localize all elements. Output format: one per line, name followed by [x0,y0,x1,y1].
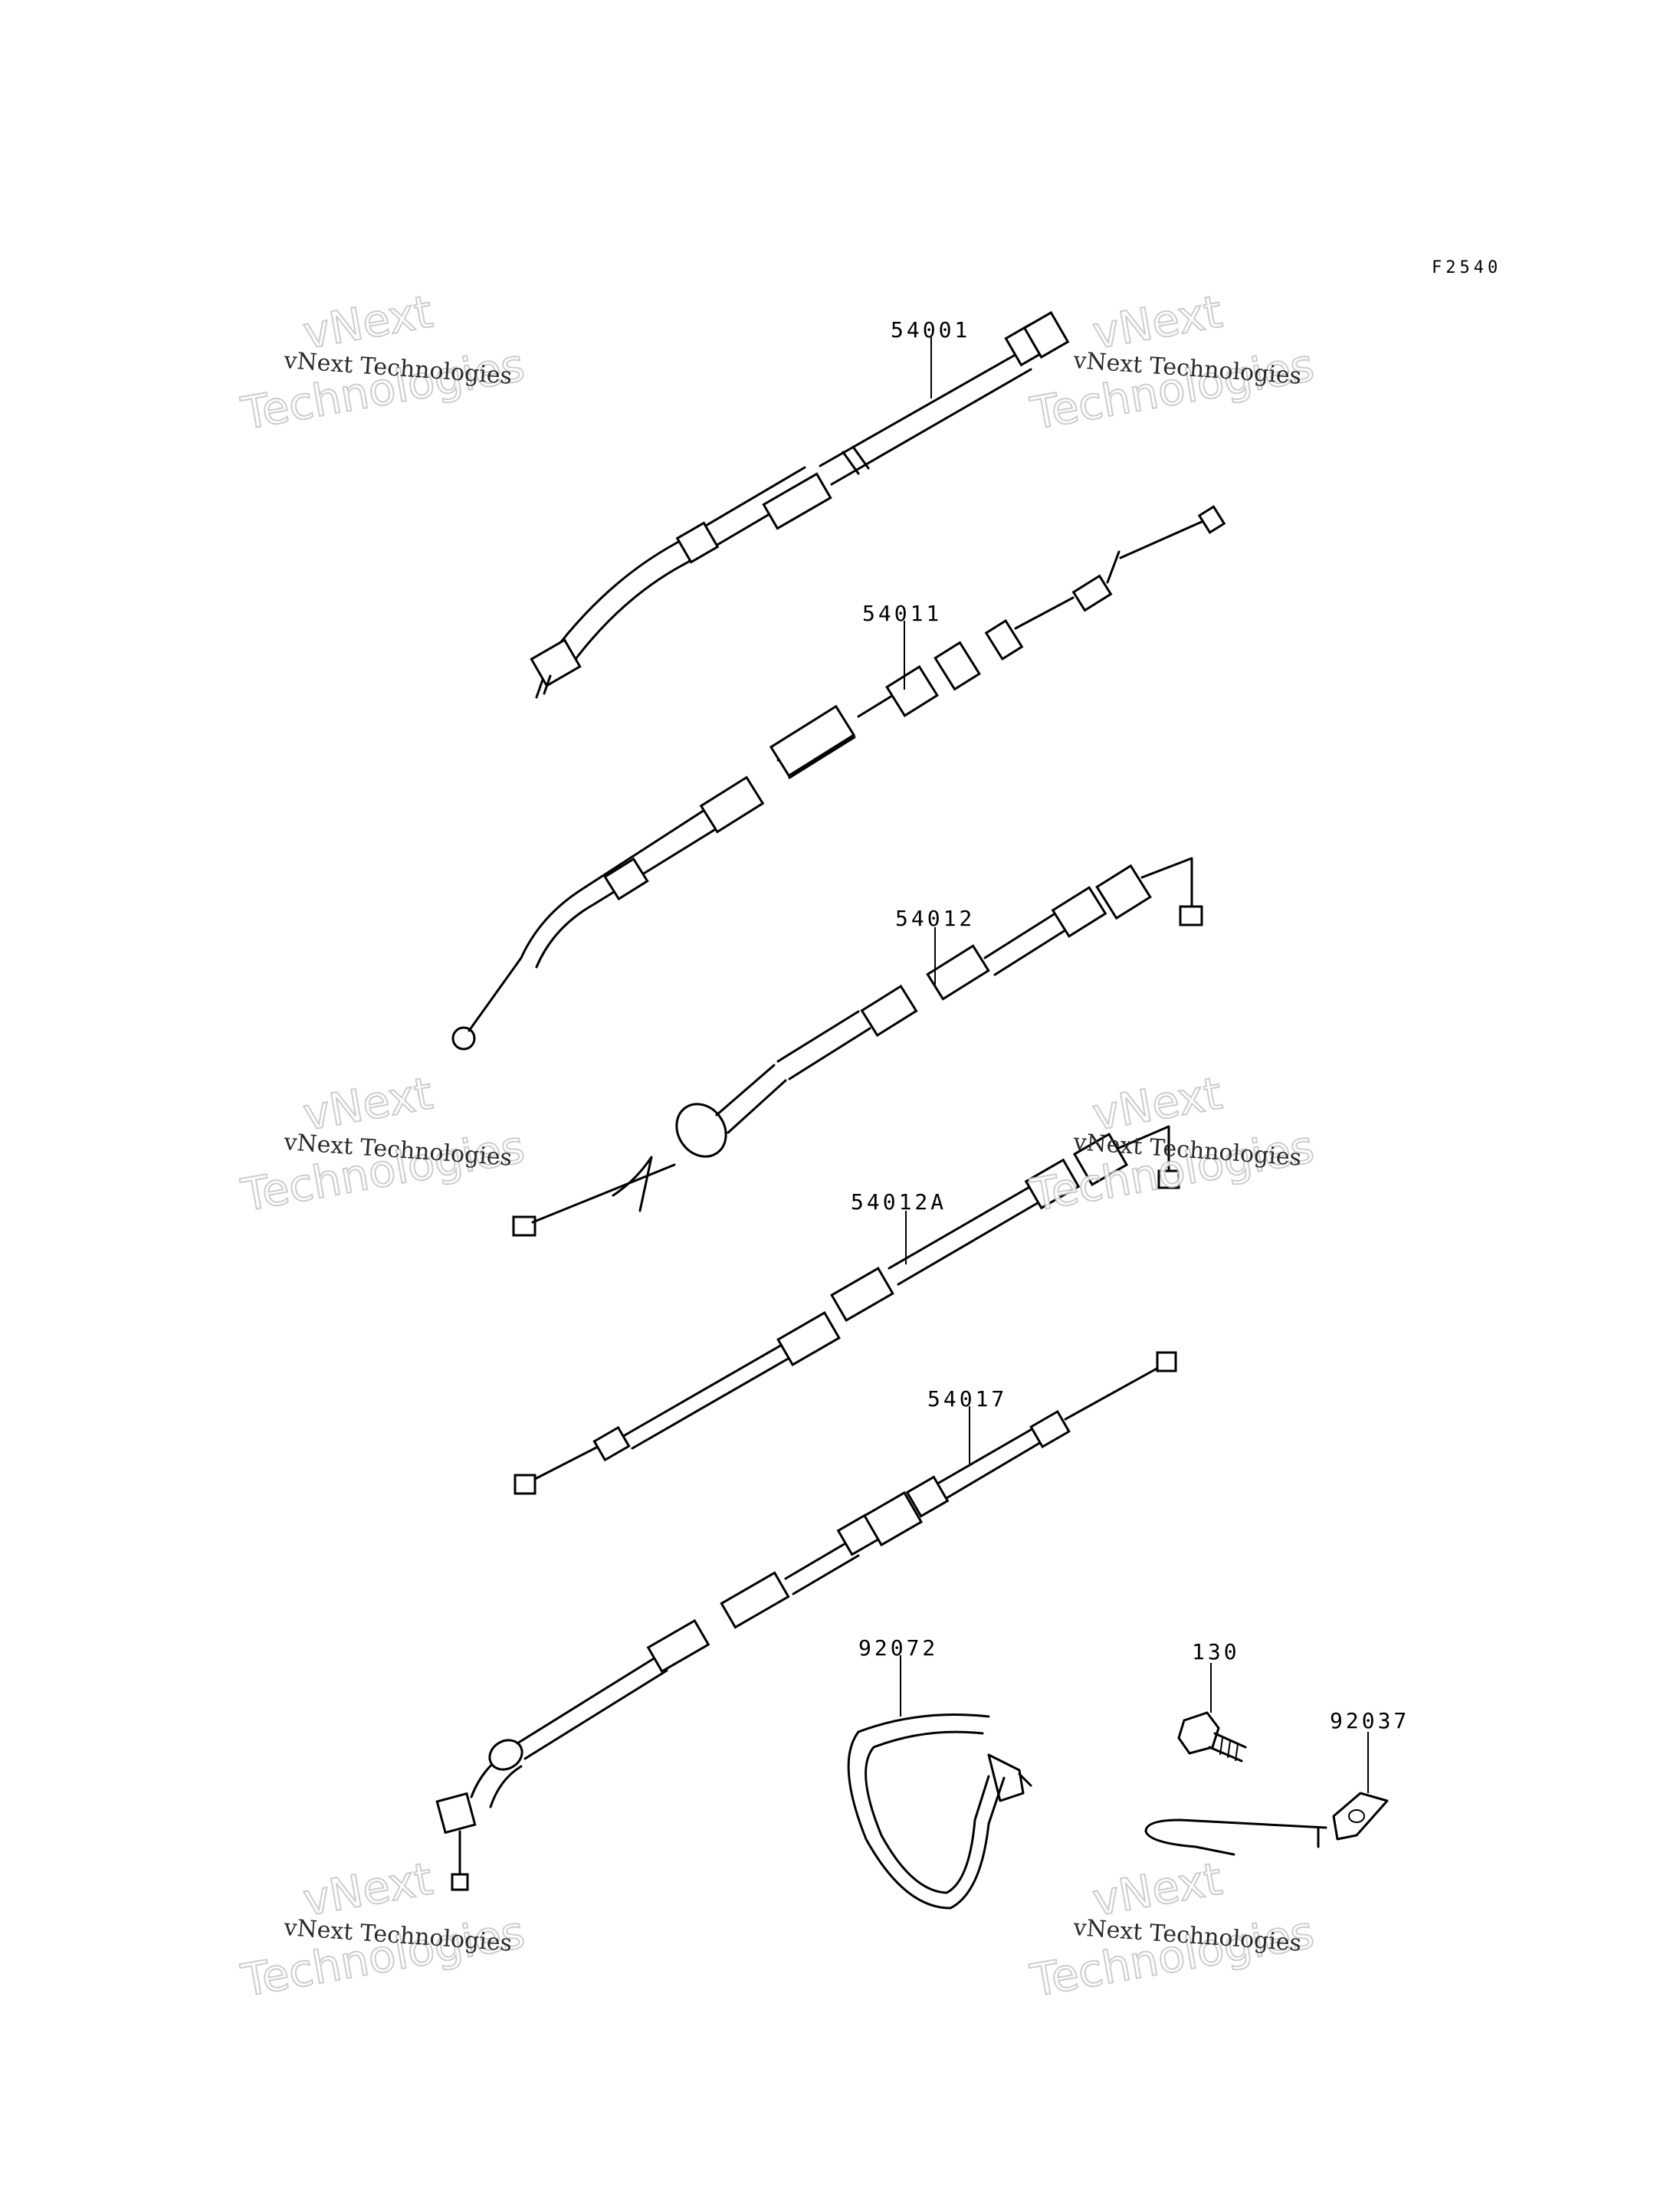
figure-code: F2540 [1432,258,1501,277]
svg-text:vNext: vNext [1089,285,1226,359]
svg-text:vNext: vNext [300,1067,437,1140]
svg-text:vNext: vNext [300,285,437,359]
svg-text:vNext: vNext [1089,1852,1226,1926]
label-92037[interactable]: 92037 [1330,1708,1409,1733]
bolt-130[interactable] [1177,1711,1247,1763]
label-92072[interactable]: 92072 [858,1635,938,1661]
watermark-middle-left: vNext Technologies vNext Technologies [237,1066,530,1222]
watermark-bottom-right: vNext Technologies vNext Technologies [1026,1851,1319,2008]
band-92072[interactable] [847,1713,1032,1910]
svg-text:vNext: vNext [300,1852,437,1926]
label-54012A[interactable]: 54012A [851,1189,947,1215]
watermark-bottom-left: vNext Technologies vNext Technologies [237,1851,530,2008]
speedometer-cable-54001[interactable] [530,310,1070,699]
watermark-top-right: vNext Technologies vNext Technologies [1026,284,1319,441]
throttle-cable-54012[interactable] [512,857,1203,1237]
throttle-cable-54011[interactable] [451,505,1226,1051]
label-54011[interactable]: 54011 [862,601,942,626]
label-130[interactable]: 130 [1192,1639,1240,1664]
watermark-top-left: vNext Technologies vNext Technologies [237,284,530,441]
label-54012[interactable]: 54012 [895,906,975,931]
throttle-cable-54012A[interactable] [514,1125,1180,1495]
label-54001[interactable]: 54001 [891,317,970,343]
choke-cable-54017[interactable] [435,1351,1177,1891]
svg-text:vNext: vNext [1089,1067,1226,1140]
label-54017[interactable]: 54017 [927,1386,1007,1412]
watermark-middle-right: vNext Technologies vNext Technologies [1026,1066,1319,1222]
clamp-92037[interactable] [1144,1792,1389,1856]
